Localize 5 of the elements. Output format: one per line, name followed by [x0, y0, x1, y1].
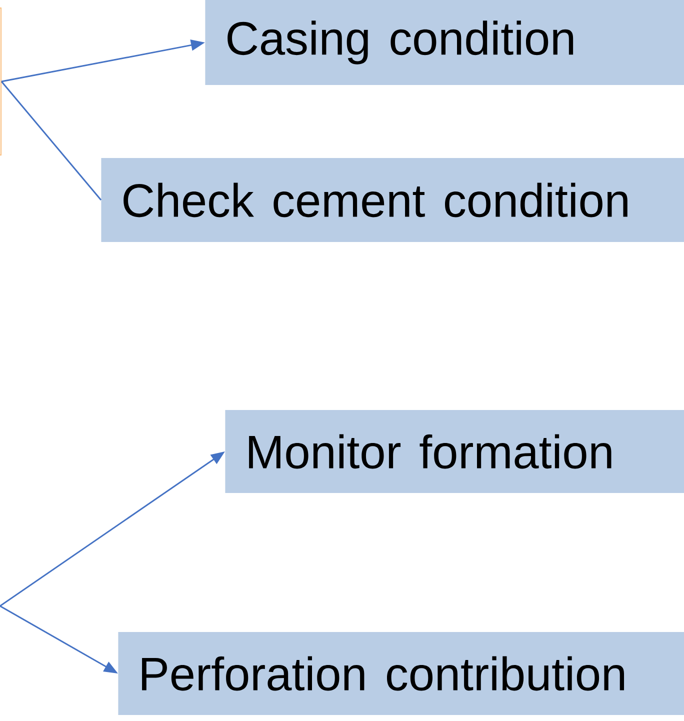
- process-box: Perforation contribution: [118, 632, 684, 715]
- process-box: Check cement condition: [101, 158, 684, 242]
- outlined-box: [0, 8, 2, 156]
- process-box: Monitor formation: [225, 410, 684, 493]
- process-box: Casing condition: [205, 0, 684, 85]
